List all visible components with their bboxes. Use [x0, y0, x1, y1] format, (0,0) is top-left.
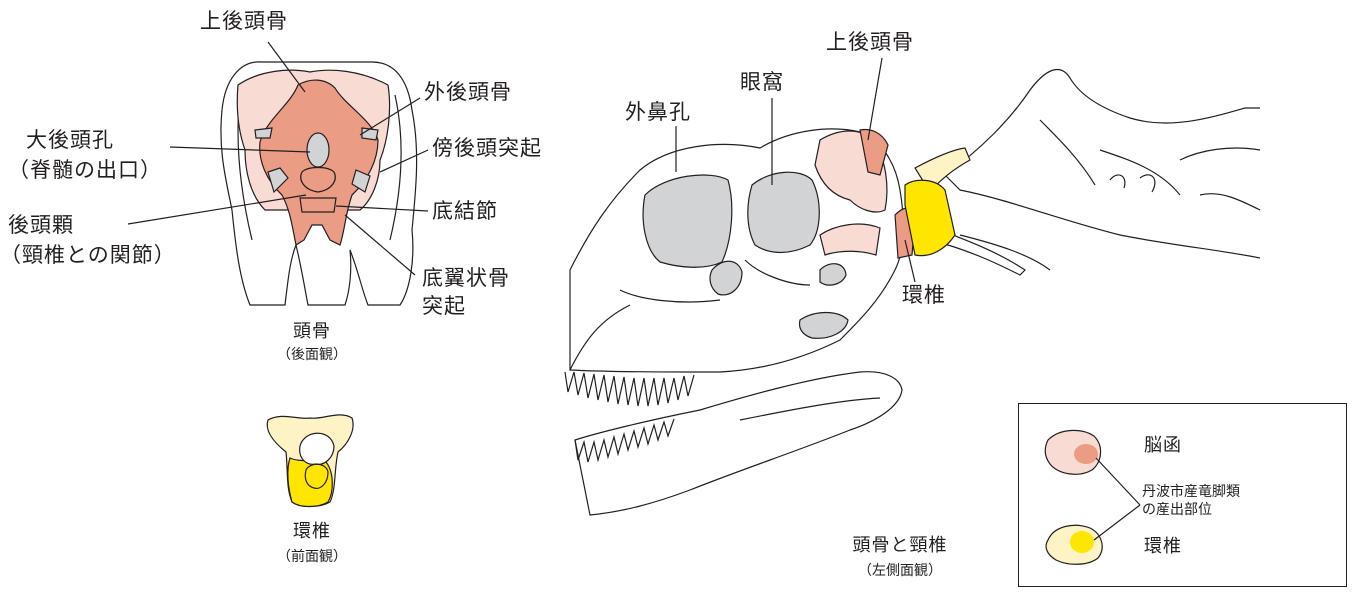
legend-braincase-label: 脳函	[1144, 436, 1182, 457]
label-foramen-magnum: 大後頭孔	[26, 128, 114, 152]
caption-posterior-sub: （後面観）	[252, 347, 372, 363]
label-orbit: 眼窩	[740, 70, 784, 94]
legend-note-line1: 丹波市産竜脚類	[1142, 484, 1240, 500]
caption-atlas-title: 環椎	[272, 522, 352, 543]
legend-atlas-label: 環椎	[1144, 537, 1182, 558]
label-exoccipital: 外後頭骨	[424, 80, 512, 104]
label-paroccipital-process: 傍後頭突起	[432, 136, 542, 160]
label-basal-tubera: 底結節	[432, 199, 498, 223]
label-occipital-condyle: 後頭顆	[8, 213, 74, 237]
caption-atlas-sub: （前面観）	[252, 549, 372, 565]
label-basipterygoid-line2: 突起	[422, 294, 466, 318]
skull-posterior-view	[221, 62, 417, 305]
label-foramen-magnum-note: （脊髄の出口）	[8, 158, 162, 182]
legend-note-line2: の産出部位	[1142, 502, 1212, 518]
caption-posterior-title: 頭骨	[272, 322, 352, 343]
caption-lateral-title: 頭骨と頸椎	[820, 536, 980, 557]
label-atlas-lateral: 環椎	[902, 283, 946, 307]
label-supraoccipital-lateral: 上後頭骨	[826, 30, 914, 54]
caption-lateral-sub: （左側面観）	[820, 563, 980, 579]
atlas-front-view	[267, 415, 353, 507]
label-occipital-condyle-note: （頸椎との関節）	[0, 243, 176, 267]
label-supraoccipital-posterior: 上後頭骨	[200, 9, 288, 33]
label-basipterygoid-line1: 底翼状骨	[422, 266, 510, 290]
label-nares: 外鼻孔	[625, 100, 691, 124]
